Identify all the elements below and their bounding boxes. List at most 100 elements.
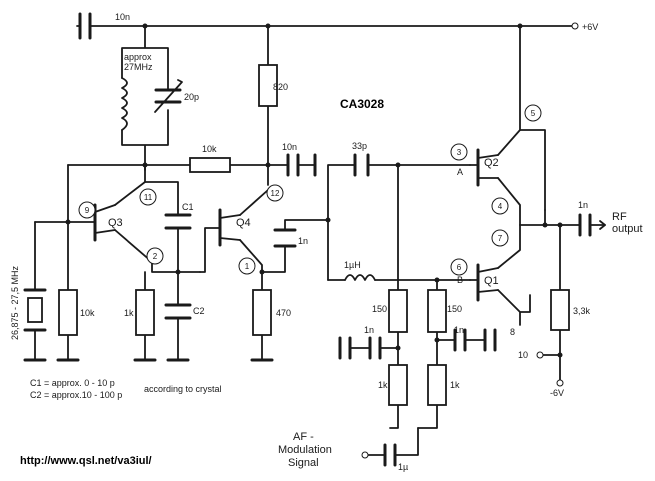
cap-33p xyxy=(353,153,370,177)
cap-out xyxy=(578,213,592,237)
label-1n-out: 1n xyxy=(578,200,588,210)
label-10k-left: 10k xyxy=(80,308,95,318)
cap-10n-mid xyxy=(286,153,300,177)
cap-mod xyxy=(383,443,397,467)
cap-1n-b xyxy=(453,328,467,352)
plus6v-terminal xyxy=(571,22,579,30)
pin-9-label: 9 xyxy=(85,206,90,215)
label-pin8: 8 xyxy=(510,327,515,337)
label-10n-mid: 10n xyxy=(282,142,297,152)
label-10k-mid: 10k xyxy=(202,144,217,154)
label-plus6v: +6V xyxy=(582,22,598,32)
label-1n-a: 1n xyxy=(364,325,374,335)
label-pin-b: B xyxy=(457,275,463,285)
res-1k-b xyxy=(427,364,447,406)
res-3k3 xyxy=(550,289,570,331)
cap-1n-q4 xyxy=(273,228,297,248)
res-470 xyxy=(252,289,272,336)
pin-11 xyxy=(139,188,157,206)
pin-2-label: 2 xyxy=(153,252,158,261)
label-c-top: 10n xyxy=(115,12,130,22)
af-label-2: Modulation xyxy=(278,444,332,456)
rf-output-arrow xyxy=(599,220,606,230)
cap-c2 xyxy=(164,303,192,320)
res-150-b xyxy=(427,289,447,333)
label-1k-a: 1k xyxy=(378,380,388,390)
pin-7-label: 7 xyxy=(498,234,503,243)
label-1uH: 1µH xyxy=(344,260,361,270)
note-c1: C1 = approx. 0 - 10 p xyxy=(30,378,115,388)
label-c1: C1 xyxy=(182,202,194,212)
pin-4-label: 4 xyxy=(498,202,503,211)
note-crystal: according to crystal xyxy=(144,384,222,394)
label-1u: 1µ xyxy=(398,462,408,472)
tank-label-1: approx xyxy=(124,52,152,62)
label-crystal: 26,875 - 27,5 MHz xyxy=(10,265,20,340)
tank-coil xyxy=(121,77,128,131)
label-33p: 33p xyxy=(352,141,367,151)
label-1n-q4: 1n xyxy=(298,236,308,246)
pin-12 xyxy=(266,184,284,202)
trimmer-arrow xyxy=(154,79,183,113)
res-1k-q3 xyxy=(135,289,155,336)
label-pin10: 10 xyxy=(518,350,528,360)
label-150-b: 150 xyxy=(447,304,462,314)
wiring xyxy=(34,15,606,456)
res-10k-mid xyxy=(189,157,231,173)
pin10-terminal xyxy=(536,351,544,359)
af-terminal xyxy=(361,451,369,459)
pin-5 xyxy=(524,104,542,122)
pin-5-label: 5 xyxy=(531,109,536,118)
crystal xyxy=(23,288,47,332)
res-820 xyxy=(258,64,278,107)
pin-12-label: 12 xyxy=(271,189,280,198)
label-q1: Q1 xyxy=(484,275,499,287)
chip-title: CA3028 xyxy=(340,97,384,111)
label-c2: C2 xyxy=(193,306,205,316)
source-url: http://www.qsl.net/va3iul/ xyxy=(20,455,152,467)
label-q3: Q3 xyxy=(108,217,123,229)
pin-markers: 9 11 2 12 1 3 5 4 7 6 xyxy=(78,22,606,459)
note-c2: C2 = approx.10 - 100 p xyxy=(30,390,122,400)
minus6v-terminal xyxy=(556,379,564,387)
pin-2 xyxy=(146,247,164,265)
res-10k-left xyxy=(58,289,78,336)
svg-text:3: 3 xyxy=(457,148,462,157)
label-820: 820 xyxy=(273,82,288,92)
rf-label-2: output xyxy=(612,223,643,235)
pin-1 xyxy=(238,257,256,275)
pin-4 xyxy=(491,197,509,215)
res-1k-a xyxy=(388,364,408,406)
tank-label-2: 27MHz xyxy=(124,62,153,72)
ground-symbols xyxy=(23,328,497,362)
af-label-3: Signal xyxy=(288,457,319,469)
cap-c1 xyxy=(164,213,192,230)
label-pin-a: A xyxy=(457,167,463,177)
inductors xyxy=(121,77,376,281)
label-q4: Q4 xyxy=(236,217,251,229)
resistors xyxy=(58,64,570,406)
pin-6 xyxy=(450,258,468,276)
af-label-1: AF - xyxy=(293,431,314,443)
capacitors xyxy=(78,12,592,467)
cap-1n-a xyxy=(368,336,382,360)
label-1k-q3: 1k xyxy=(124,308,134,318)
pin-11-label: 11 xyxy=(144,193,153,202)
res-150-a xyxy=(388,289,408,333)
label-q2: Q2 xyxy=(484,157,499,169)
label-1k-b: 1k xyxy=(450,380,460,390)
trimmer-cap xyxy=(154,88,182,104)
pin-1-label: 1 xyxy=(245,262,250,271)
label-3k3: 3,3k xyxy=(573,306,591,316)
pin-6-label: 6 xyxy=(457,263,462,272)
label-150-a: 150 xyxy=(372,304,387,314)
pin-7 xyxy=(491,229,509,247)
label-470: 470 xyxy=(276,308,291,318)
junction-dots xyxy=(65,23,563,358)
label-minus6v: -6V xyxy=(550,388,564,398)
inductor-1uH xyxy=(344,274,376,281)
rf-label-1: RF xyxy=(612,211,627,223)
label-1n-b: 1n xyxy=(454,325,464,335)
trimmer-label: 20p xyxy=(184,92,199,102)
